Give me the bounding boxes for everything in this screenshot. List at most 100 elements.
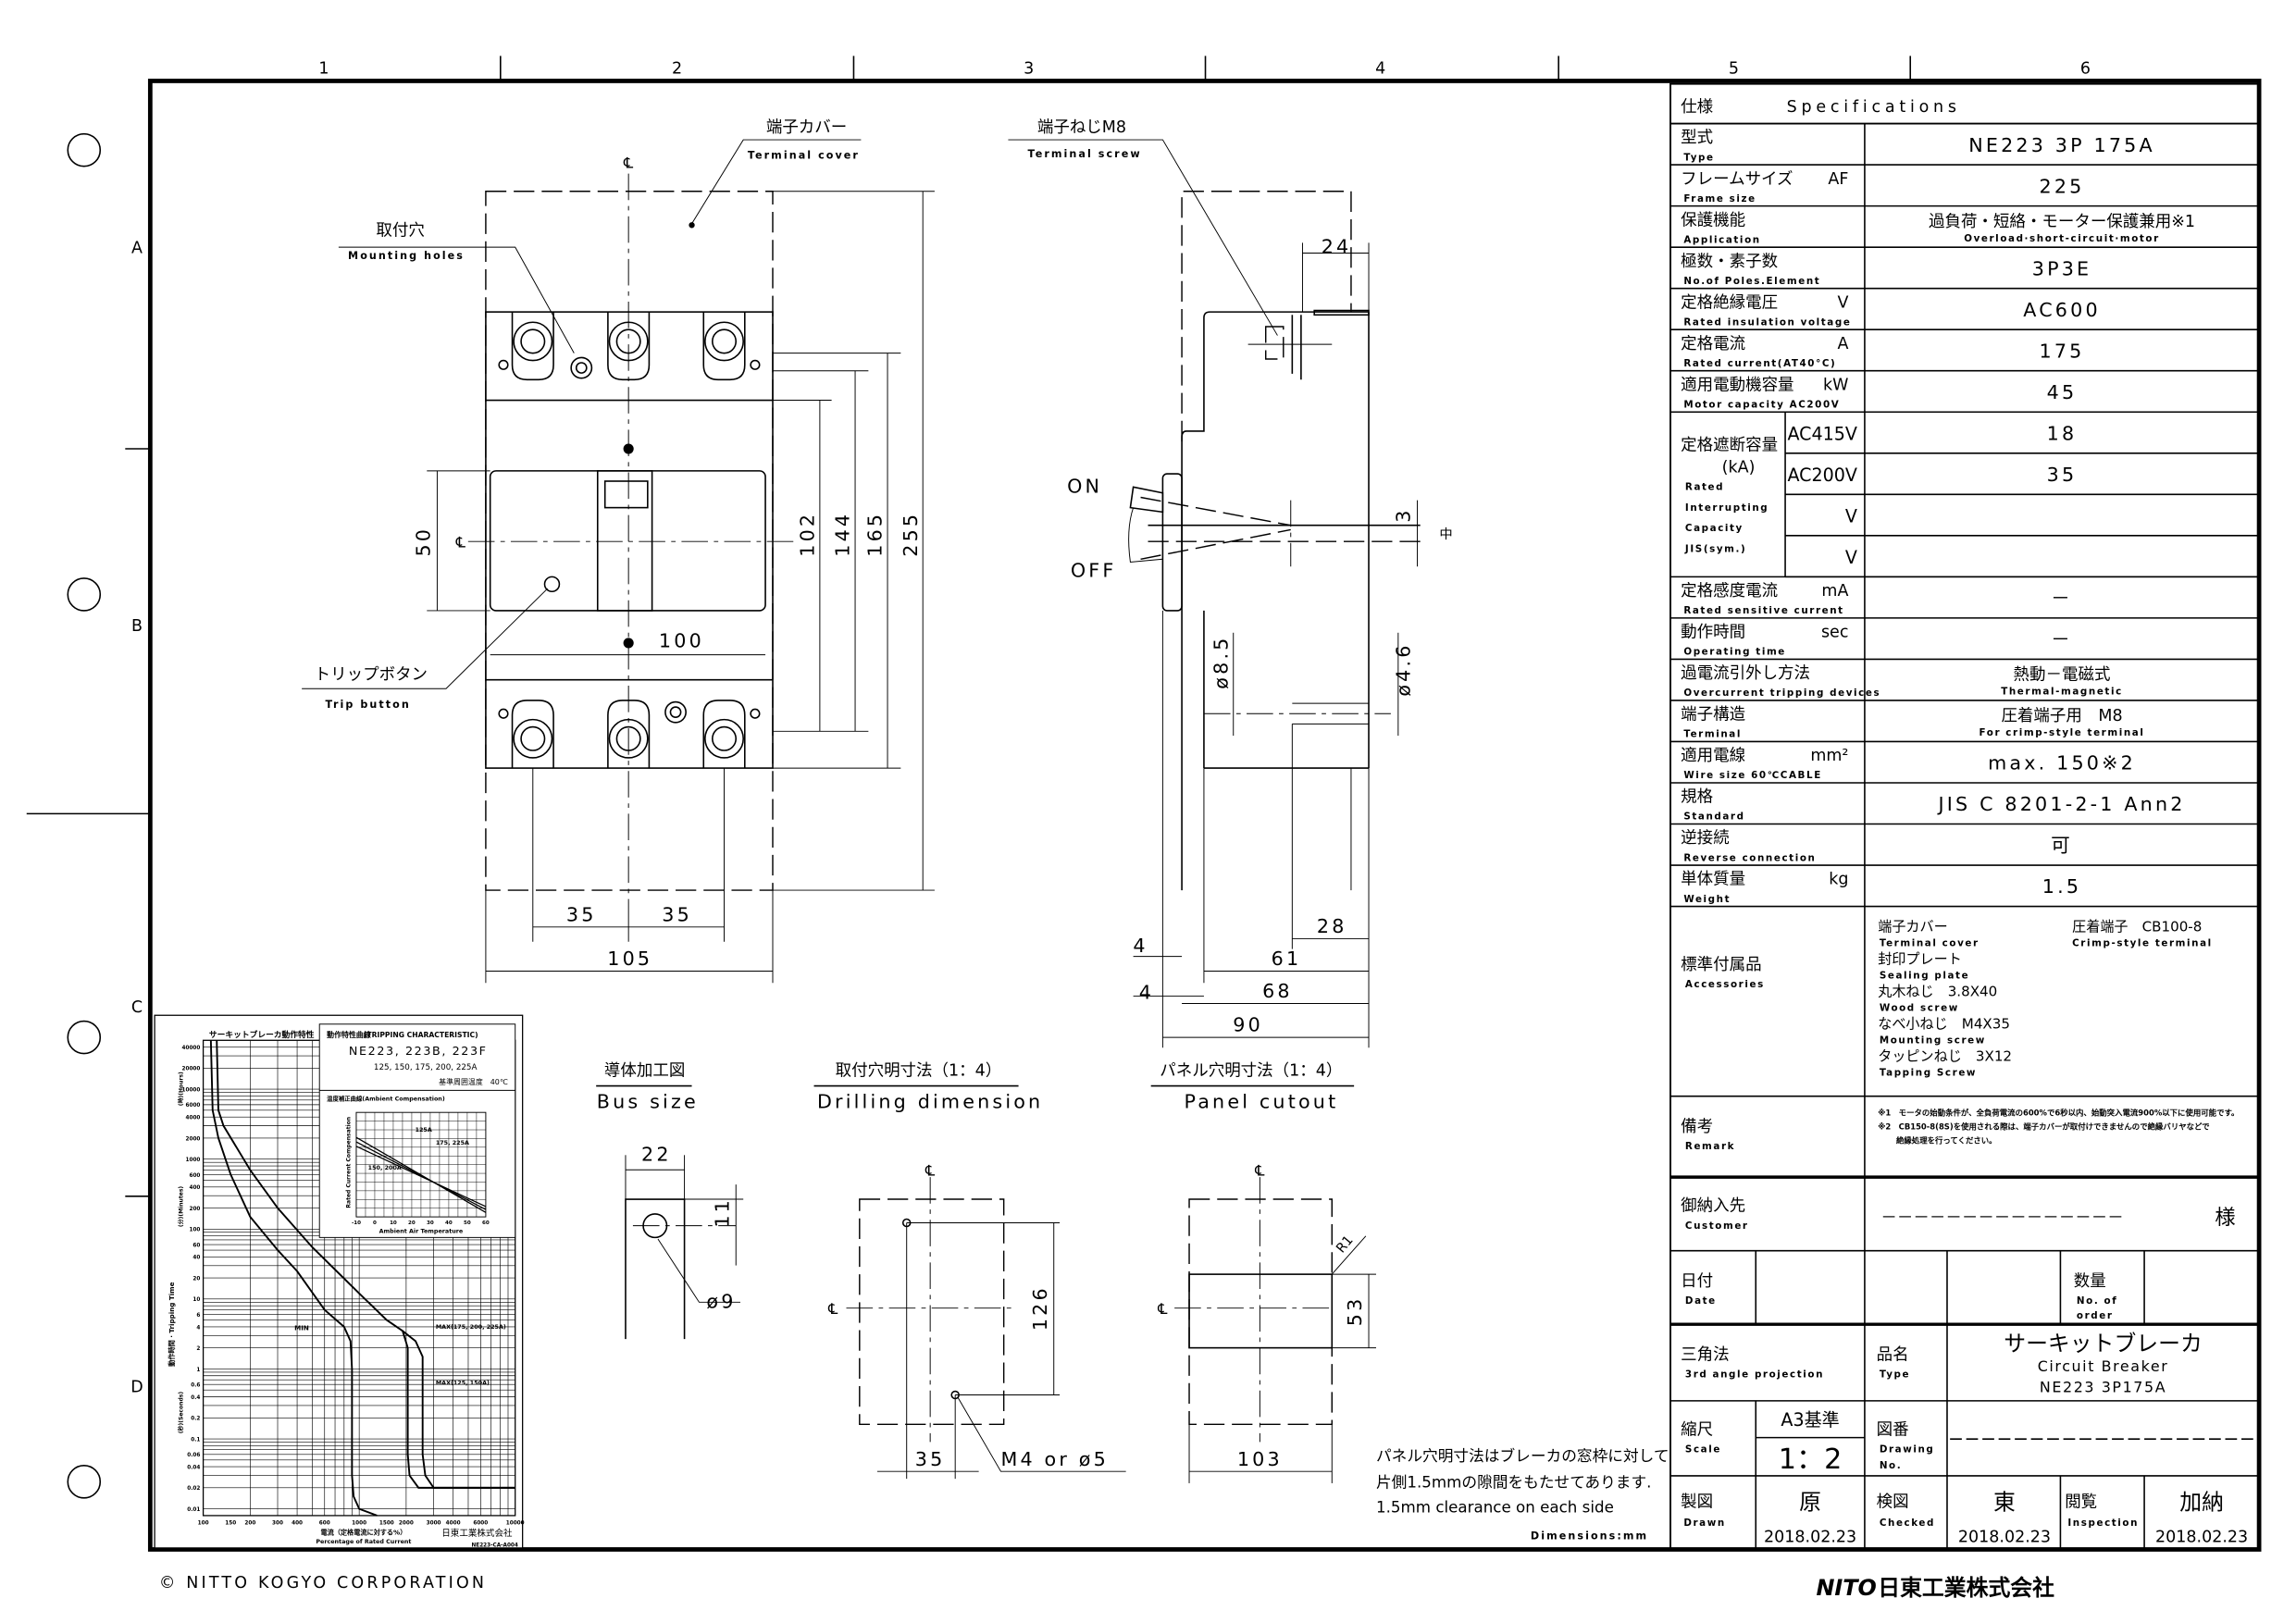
spec-label: 定格絶縁電圧: [1681, 293, 1778, 312]
panel-cutout-title-en: Panel cutout: [1185, 1090, 1339, 1112]
terminal-screw-label-en: Terminal screw: [1028, 148, 1142, 160]
centerline-mark: ℄: [623, 154, 634, 171]
qty-label-en: No. of: [2077, 1295, 2117, 1307]
dim-102: 102: [797, 512, 819, 557]
dim-165: 165: [864, 512, 887, 557]
dim-4: 4: [1133, 935, 1148, 957]
spec-label-en: Overcurrent tripping devices: [1683, 688, 1880, 699]
y-tick-label: 60: [192, 1243, 200, 1248]
scale-label: 縮尺: [1681, 1420, 1713, 1439]
dim-35: 35: [915, 1448, 946, 1470]
chart-doc-no: NE223-CA-A004: [472, 1542, 518, 1548]
trip-button-label: トリップボタン: [315, 666, 428, 685]
spec-label-en: Interrupting: [1685, 502, 1769, 514]
spec-unit: (kA): [1722, 458, 1756, 477]
dim-103: 103: [1237, 1448, 1283, 1470]
customer-label: 御納入先: [1681, 1197, 1745, 1216]
spec-value: 175: [2040, 340, 2085, 362]
drawn-date: 2018.02.23: [1764, 1529, 1856, 1547]
terminal-screw-detail: [1247, 309, 1370, 380]
chart-maker: 日東工業株式会社: [441, 1528, 513, 1539]
drawn-name: 原: [1799, 1490, 1821, 1516]
spec-value: JIS C 8201-2-1 Ann2: [1936, 793, 2185, 815]
y-tick-label: 200: [189, 1207, 200, 1212]
spec-label-en: Rated insulation voltage: [1683, 316, 1851, 328]
inspection-date: 2018.02.23: [2155, 1529, 2248, 1547]
x-axis-label: 電流（定格電流に対する%）: [320, 1529, 406, 1537]
dim-144: 144: [832, 512, 854, 557]
spec-label: 極数・素子数: [1681, 253, 1778, 271]
accessory-item: 封印プレート: [1878, 951, 1962, 968]
y-tick-label: 1: [196, 1368, 200, 1373]
x-tick-label: 1500: [379, 1520, 394, 1526]
drilling-title: 取付穴明寸法（1：4）: [836, 1061, 1002, 1080]
interrupting-value: 18: [2047, 422, 2078, 444]
x-tick-label: 200: [244, 1520, 255, 1526]
spec-label: 定格遮断容量: [1681, 437, 1778, 455]
spec-label: 定格電流: [1681, 335, 1745, 353]
spec-value: 45: [2047, 381, 2078, 403]
y-tick-label: 4: [196, 1325, 200, 1331]
y-tick-label: 6000: [185, 1103, 200, 1109]
spec-unit: sec: [1821, 624, 1848, 642]
spec-value: 225: [2040, 175, 2085, 197]
customer-value: －－－－－－－－－－－－－－－: [1880, 1208, 2123, 1227]
column-label: 2: [672, 60, 682, 79]
dim-4: 4: [1139, 982, 1154, 1004]
curve-label-max-b: MAX(125, 150A): [436, 1380, 490, 1386]
spec-unit: A: [1837, 335, 1848, 353]
spec-value: －: [2051, 628, 2073, 650]
accessory-item-en: Terminal cover: [1880, 938, 1980, 949]
mounting-holes-label-en: Mounting holes: [348, 250, 465, 262]
dim-53: 53: [1344, 1296, 1366, 1327]
row-label: C: [131, 998, 143, 1017]
accessory-item-en: Tapping Screw: [1880, 1067, 1977, 1078]
toggle-handle: [596, 470, 653, 612]
accessory-item: 圧着端子 CB100-8: [2072, 919, 2202, 935]
x-tick-label: 100: [198, 1520, 209, 1526]
inset-x-tick: 60: [482, 1220, 490, 1226]
spec-header-en: Specifications: [1787, 98, 1961, 117]
hole-spec: M4 or ø5: [1000, 1448, 1108, 1470]
y-tick-label: 100: [189, 1228, 200, 1233]
tripping-characteristic-chart: サーキットブレーカ動作特性 動作時間 · Tripping Time (時)(H…: [154, 1014, 525, 1549]
y-tick-label: 0.4: [191, 1395, 200, 1401]
dim-28: 28: [1317, 915, 1347, 937]
drawing-no-label-en: No.: [1880, 1460, 1902, 1471]
accessory-item-en: Crimp-style terminal: [2072, 938, 2213, 949]
curve-label-min: MIN: [294, 1324, 309, 1332]
accessory-item: 端子カバー: [1878, 919, 1947, 935]
spec-label-en: Application: [1683, 234, 1760, 245]
accessory-item-en: Mounting screw: [1880, 1035, 1986, 1046]
interrupting-voltage: V: [1845, 548, 1857, 568]
spec-label-en: Rated: [1685, 482, 1724, 493]
chart-ratings: 125, 150, 175, 200, 225A: [374, 1063, 478, 1072]
dim-35: 35: [662, 903, 692, 925]
spec-value: 3P3E: [2032, 257, 2092, 279]
y-tick-label: 4000: [185, 1116, 200, 1121]
accessory-item: 丸木ねじ 3.8X40: [1878, 984, 1997, 1000]
spec-value: NE223 3P 175A: [1968, 134, 2155, 156]
drawing-no-label: 図番: [1877, 1420, 1909, 1439]
spec-unit: mm²: [1810, 747, 1848, 765]
dim-22: 22: [641, 1144, 672, 1166]
centerline-mark: ℄: [925, 1162, 936, 1180]
bus-size-view: 導体加工図 Bus size 22 11 ø9: [596, 1061, 744, 1340]
date-label: 日付: [1681, 1272, 1713, 1291]
spec-label-en: Rated current(AT40°C): [1683, 358, 1836, 369]
off-label: OFF: [1071, 559, 1117, 581]
remark-note: ※2 CB150-8(8S)を使用される際は、端子カバーが取付けできませんので絶…: [1878, 1121, 2210, 1131]
y-tick-label: 400: [189, 1185, 200, 1191]
neutral-mark: 中: [1439, 527, 1452, 542]
centerline-mark: ℄: [1254, 1162, 1265, 1180]
spec-value: －: [2051, 588, 2073, 610]
drilling-dimension-view: 取付穴明寸法（1：4） Drilling dimension ℄ ℄ 126 3…: [813, 1061, 1126, 1480]
dim-11: 11: [711, 1197, 733, 1228]
dim-126: 126: [1029, 1285, 1051, 1331]
centerline-mark: ℄: [827, 1300, 838, 1318]
mounting-holes-label: 取付穴: [376, 221, 424, 240]
front-view: ℄ ℄ 50 102 144 165 255 100 35 35 105 端子カ…: [302, 118, 935, 984]
accessory-item-en: Wood screw: [1880, 1002, 1959, 1013]
inset-x-tick: -10: [352, 1220, 361, 1226]
spec-unit: AF: [1828, 170, 1848, 189]
